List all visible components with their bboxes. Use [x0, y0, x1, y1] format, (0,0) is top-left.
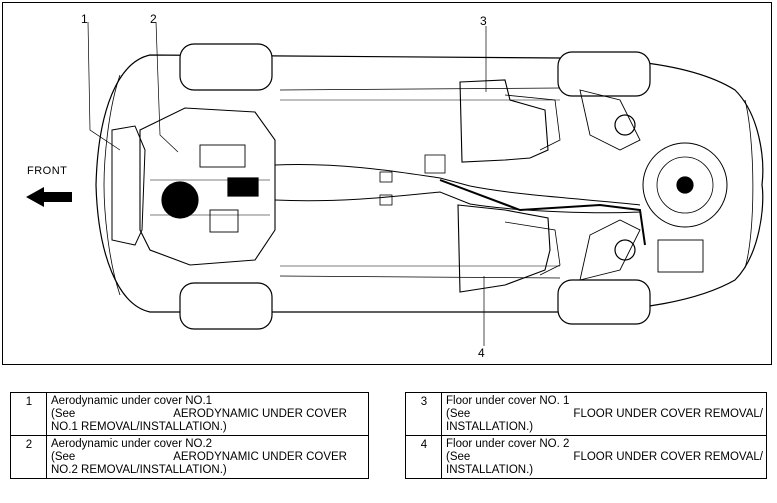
callout-3: 3 — [480, 14, 487, 28]
callout-4: 4 — [478, 346, 485, 360]
legend-ref: AERODYNAMIC UNDER COVER — [173, 408, 347, 420]
legend-row: 4 Floor under cover NO. 2 (See FLOOR UNDE… — [405, 435, 767, 479]
legend-title: Floor under cover NO. 2 — [446, 438, 570, 450]
legend-ref-cont: NO.2 REMOVAL/INSTALLATION.) — [51, 464, 227, 476]
legend-description: Floor under cover NO. 2 (See FLOOR UNDER … — [441, 435, 767, 479]
callout-2: 2 — [150, 12, 157, 26]
legend-title: Aerodynamic under cover NO.2 — [51, 438, 213, 450]
legend-number: 2 — [10, 435, 47, 479]
front-left-wheel — [179, 43, 273, 91]
aerodynamic-under-cover-2 — [139, 107, 276, 266]
front-arrow-icon — [26, 187, 72, 207]
aerodynamic-under-cover-1 — [111, 125, 146, 246]
legend-description: Aerodynamic under cover NO.2 (See AERODYN… — [46, 435, 369, 479]
front-right-wheel — [179, 282, 273, 330]
legend-ref: FLOOR UNDER COVER REMOVAL/ — [573, 408, 763, 420]
legend-ref: AERODYNAMIC UNDER COVER — [173, 451, 347, 463]
legend-number: 1 — [10, 392, 47, 436]
legend-ref-cont: NO.1 REMOVAL/INSTALLATION.) — [51, 421, 227, 433]
front-label: FRONT — [27, 165, 68, 177]
rear-right-wheel — [557, 279, 651, 325]
floor-under-cover-2 — [457, 204, 551, 293]
floor-under-cover-1 — [459, 79, 549, 163]
spare-tire — [642, 142, 728, 228]
legend-row: 3 Floor under cover NO. 1 (See FLOOR UNDE… — [405, 392, 767, 436]
legend-row: 2 Aerodynamic under cover NO.2 (See AEROD… — [10, 435, 369, 479]
legend-row: 1 Aerodynamic under cover NO.1 (See AEROD… — [10, 392, 369, 436]
legend-description: Floor under cover NO. 1 (See FLOOR UNDER … — [441, 392, 767, 436]
legend-number: 3 — [405, 392, 442, 436]
vehicle-underbody-diagram — [26, 21, 764, 346]
rear-left-wheel — [557, 51, 651, 97]
legend-see: (See — [51, 451, 76, 463]
legend-ref: FLOOR UNDER COVER REMOVAL/ — [573, 451, 763, 463]
legend-ref-cont: INSTALLATION.) — [446, 421, 534, 433]
legend-see: (See — [446, 408, 471, 420]
vehicle-body-outline — [95, 54, 764, 313]
legend-description: Aerodynamic under cover NO.1 (See AERODYN… — [46, 392, 369, 436]
legend-number: 4 — [405, 435, 442, 479]
diagram-frame — [2, 2, 772, 365]
legend-see: (See — [51, 408, 76, 420]
callout-1: 1 — [81, 12, 88, 26]
legend-title: Floor under cover NO. 1 — [446, 395, 570, 407]
legend-title: Aerodynamic under cover NO.1 — [51, 395, 213, 407]
legend-see: (See — [446, 451, 471, 463]
legend-ref-cont: INSTALLATION.) — [446, 464, 534, 476]
